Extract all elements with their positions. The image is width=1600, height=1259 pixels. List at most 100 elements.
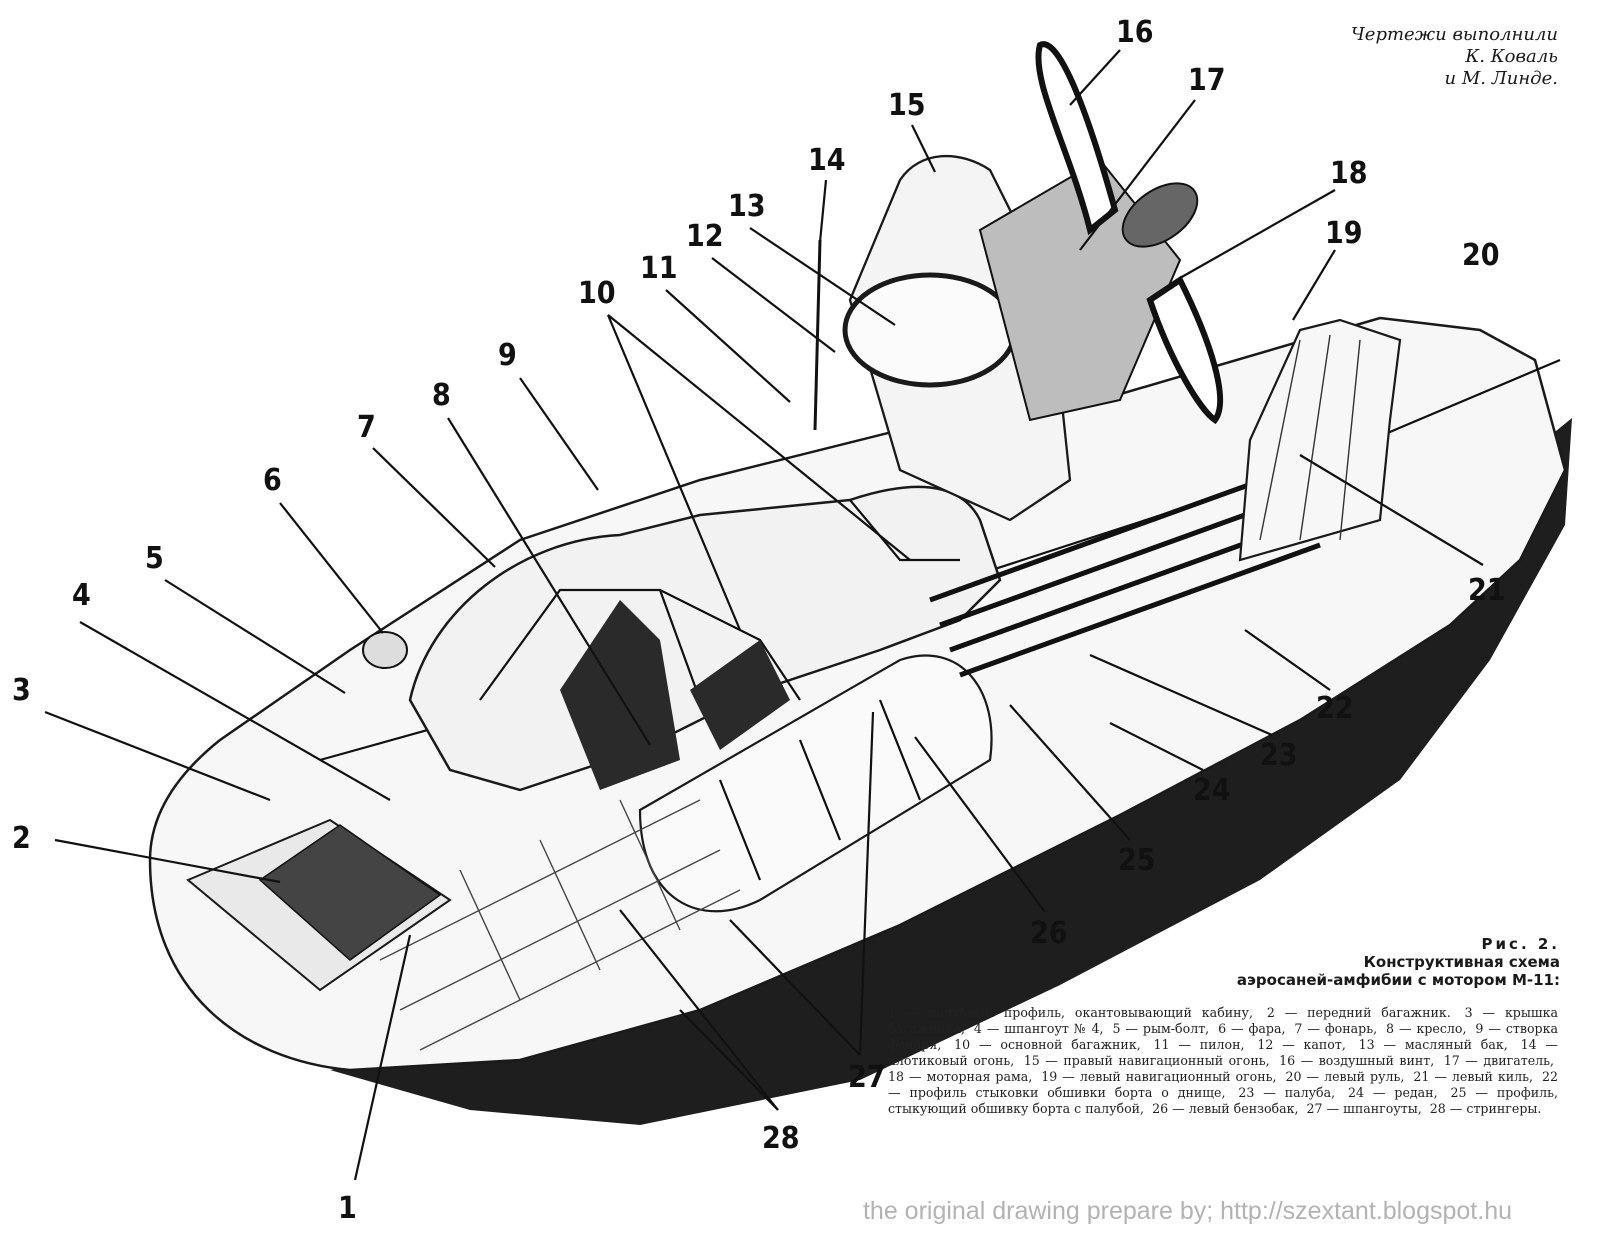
legend-item: 6 — фара, — [1218, 1021, 1286, 1036]
propeller-hub — [1121, 182, 1199, 248]
figure-label: Рис. 2. — [1481, 935, 1560, 953]
legend-item: 5 — рым-болт, — [1112, 1021, 1210, 1036]
leader-8 — [447, 417, 651, 746]
legend-item: 21 — левый киль, — [1413, 1069, 1533, 1084]
callout-20: 20 — [1462, 238, 1500, 273]
legend-item: 11 — пилон, — [1153, 1037, 1245, 1052]
callout-5: 5 — [145, 541, 164, 576]
leader-21 — [1299, 454, 1484, 566]
callout-12: 12 — [686, 219, 724, 254]
leader-4 — [79, 621, 391, 801]
legend-item: 27 — шпангоуты, — [1306, 1101, 1422, 1116]
source-watermark: the original drawing prepare by; http://… — [862, 1197, 1512, 1225]
legend-item: 22 — профиль стыковки обшивки борта о дн… — [888, 1069, 1558, 1100]
leader-9 — [519, 377, 599, 491]
parts-legend: 1 — палубный профиль, окантовывающий каб… — [888, 1005, 1558, 1117]
callout-10: 10 — [578, 276, 616, 311]
callout-21: 21 — [1468, 573, 1506, 608]
legend-item: 3 — крышка багажника, — [888, 1005, 1558, 1036]
legend-item: 28 — стрингеры. — [1429, 1101, 1542, 1116]
callout-24: 24 — [1193, 773, 1231, 808]
rudder-ribs — [1259, 334, 1361, 541]
legend-item: 15 — правый навигационный огонь, — [1023, 1053, 1270, 1068]
figure-title-line-2: аэросаней-амфибии с мотором М-11: — [1236, 971, 1560, 989]
credits-line-3: и М. Линде. — [1444, 68, 1558, 89]
mast-light — [813, 239, 822, 431]
callout-6: 6 — [263, 463, 282, 498]
legend-item: 7 — фонарь, — [1294, 1021, 1378, 1036]
legend-item: 24 — редан, — [1348, 1085, 1438, 1100]
cockpit-interior-right — [690, 640, 790, 750]
leader-12 — [711, 257, 836, 353]
leader-15 — [911, 124, 936, 173]
leader-17 — [1079, 99, 1196, 251]
leader-11 — [665, 289, 791, 403]
fuel-tank-ribs — [718, 699, 922, 881]
legend-item: 8 — кресло, — [1386, 1021, 1467, 1036]
callout-9: 9 — [498, 338, 517, 373]
leader-27a — [858, 711, 875, 1056]
drawing-credits: Чертежи выполнили К. Коваль и М. Линде. — [1351, 24, 1558, 90]
leader-1 — [353, 934, 412, 1181]
legend-item: 20 — левый руль, — [1285, 1069, 1405, 1084]
leader-13 — [749, 227, 896, 326]
propeller-blade-lower — [1146, 275, 1224, 425]
credits-line-2: К. Коваль — [1465, 46, 1558, 67]
callout-26: 26 — [1030, 916, 1068, 951]
callout-3: 3 — [12, 673, 31, 708]
leader-28a — [619, 909, 779, 1111]
leader-19 — [1292, 249, 1336, 321]
leader-26 — [914, 736, 1046, 913]
leader-6 — [279, 502, 384, 634]
deck-stringers — [929, 467, 1321, 678]
legend-item: 16 — воздушный винт, — [1279, 1053, 1435, 1068]
callout-numbers: 1 2 3 4 5 6 7 8 9 10 11 12 13 14 15 16 1… — [12, 15, 1506, 1226]
leader-3 — [44, 710, 271, 802]
callout-4: 4 — [72, 578, 91, 613]
leader-22 — [1244, 629, 1331, 691]
legend-item: 9 — створка фонаря, — [888, 1021, 1558, 1052]
leader-7 — [372, 447, 496, 568]
legend-item: 19 — левый навигационный огонь, — [1041, 1069, 1277, 1084]
leader-23 — [1089, 653, 1273, 737]
leader-24 — [1109, 722, 1204, 771]
legend-item: 10 — основной багажник, — [954, 1037, 1141, 1052]
figure-caption: Рис. 2. Конструктивная схема аэросаней-а… — [850, 935, 1560, 989]
callout-8: 8 — [432, 378, 451, 413]
legend-item: 14 — клотиковый огонь, — [888, 1037, 1558, 1068]
legend-item: 25 — профиль, стыкующий обшивку борта с … — [888, 1085, 1558, 1116]
legend-item: 13 — масляный бак, — [1358, 1037, 1508, 1052]
headlight — [362, 631, 408, 669]
callout-11: 11 — [640, 251, 678, 286]
legend-item: 2 — передний багажник. — [1266, 1005, 1451, 1020]
oil-tank — [842, 272, 1018, 388]
leader-27b — [729, 919, 861, 1056]
rudder-fin — [1238, 318, 1402, 562]
callout-1: 1 — [338, 1191, 357, 1226]
legend-item: 18 — моторная рама, — [888, 1069, 1033, 1084]
callout-19: 19 — [1325, 216, 1363, 251]
callout-14: 14 — [808, 143, 846, 178]
leader-5 — [164, 579, 346, 694]
callout-17: 17 — [1188, 63, 1226, 98]
credits-line-1: Чертежи выполнили — [1350, 24, 1558, 45]
legend-item: 17 — двигатель, — [1443, 1053, 1555, 1068]
callout-13: 13 — [728, 189, 766, 224]
leader-14 — [818, 179, 828, 243]
callout-15: 15 — [888, 88, 926, 123]
leader-16 — [1069, 49, 1121, 106]
callout-16: 16 — [1116, 15, 1154, 50]
callout-28: 28 — [762, 1121, 800, 1156]
leader-lines — [44, 49, 1484, 1181]
legend-item: 26 — левый бензобак, — [1152, 1101, 1299, 1116]
callout-2: 2 — [12, 821, 31, 856]
leader-25 — [1009, 704, 1131, 841]
callout-7: 7 — [357, 410, 376, 445]
leader-10b — [607, 314, 911, 561]
legend-item: 23 — палуба, — [1238, 1085, 1336, 1100]
leader-18 — [1179, 189, 1336, 279]
propeller-blade-upper — [1035, 41, 1119, 236]
luggage-grating — [258, 824, 442, 961]
